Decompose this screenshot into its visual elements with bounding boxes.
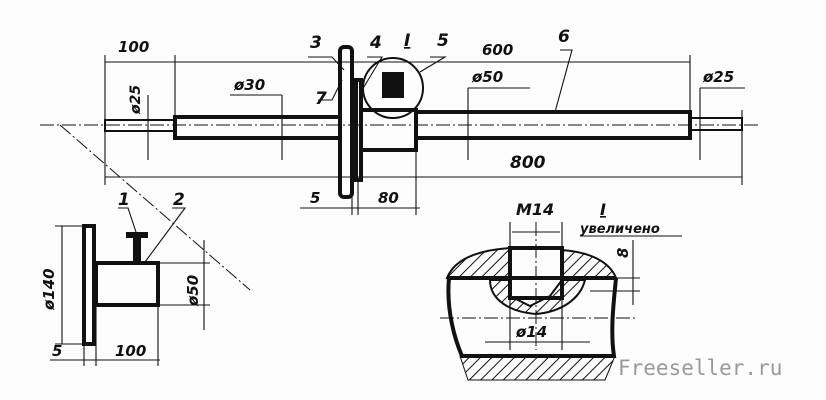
callout-6: 6: [558, 27, 570, 47]
section-line: [59, 124, 251, 291]
shaft-right-end: [689, 117, 743, 131]
disc: [338, 45, 354, 199]
side-view: 1 2 ø140 ø50 5 100: [40, 190, 210, 366]
dim-hub: 80: [378, 189, 399, 207]
watermark: Freeseller.ru: [618, 356, 782, 380]
detail-thread: M14: [516, 200, 554, 219]
dim-disc: 5: [310, 189, 320, 207]
dim-depth: 8: [614, 248, 632, 258]
dim-hole: ø14: [515, 323, 547, 341]
hub: [359, 108, 418, 152]
callout-1: 1: [118, 190, 130, 210]
callout-5: 5: [437, 31, 449, 51]
dim-left-length: 100: [118, 38, 149, 56]
dim-end-diameter: ø25: [702, 68, 734, 86]
dim-thickness: 5: [52, 342, 62, 360]
callout-3: 3: [310, 33, 322, 53]
side-disc: [82, 224, 96, 346]
main-view: 100 ø25 ø30 3 4 I 5 600 6 ø50 ø25 7 800 …: [40, 27, 760, 291]
shaft-mid-section: [173, 115, 342, 140]
side-bolt: [133, 238, 141, 263]
dim-left-diameter: ø25: [128, 85, 144, 115]
dim-600: 600: [482, 41, 513, 59]
dim-disc-diameter: ø140: [40, 268, 58, 311]
dim-mid-diameter: ø30: [233, 76, 265, 94]
bolt-head: [382, 72, 404, 98]
callout-7: 7: [315, 89, 327, 109]
dim-right-diameter: ø50: [471, 68, 503, 86]
dim-total: 800: [510, 153, 546, 173]
detail-view: M14 I увеличено 8 ø14: [440, 200, 682, 381]
side-bolt-head: [126, 232, 148, 238]
callout-detail: I: [404, 31, 410, 51]
side-hub: [94, 261, 160, 307]
callout-2: 2: [173, 190, 185, 210]
dim-hub-diameter: ø50: [184, 275, 202, 307]
callout-4: 4: [369, 33, 382, 53]
detail-title: I: [600, 200, 606, 219]
dim-length: 100: [115, 342, 146, 360]
detail-subtitle: увеличено: [580, 222, 660, 237]
